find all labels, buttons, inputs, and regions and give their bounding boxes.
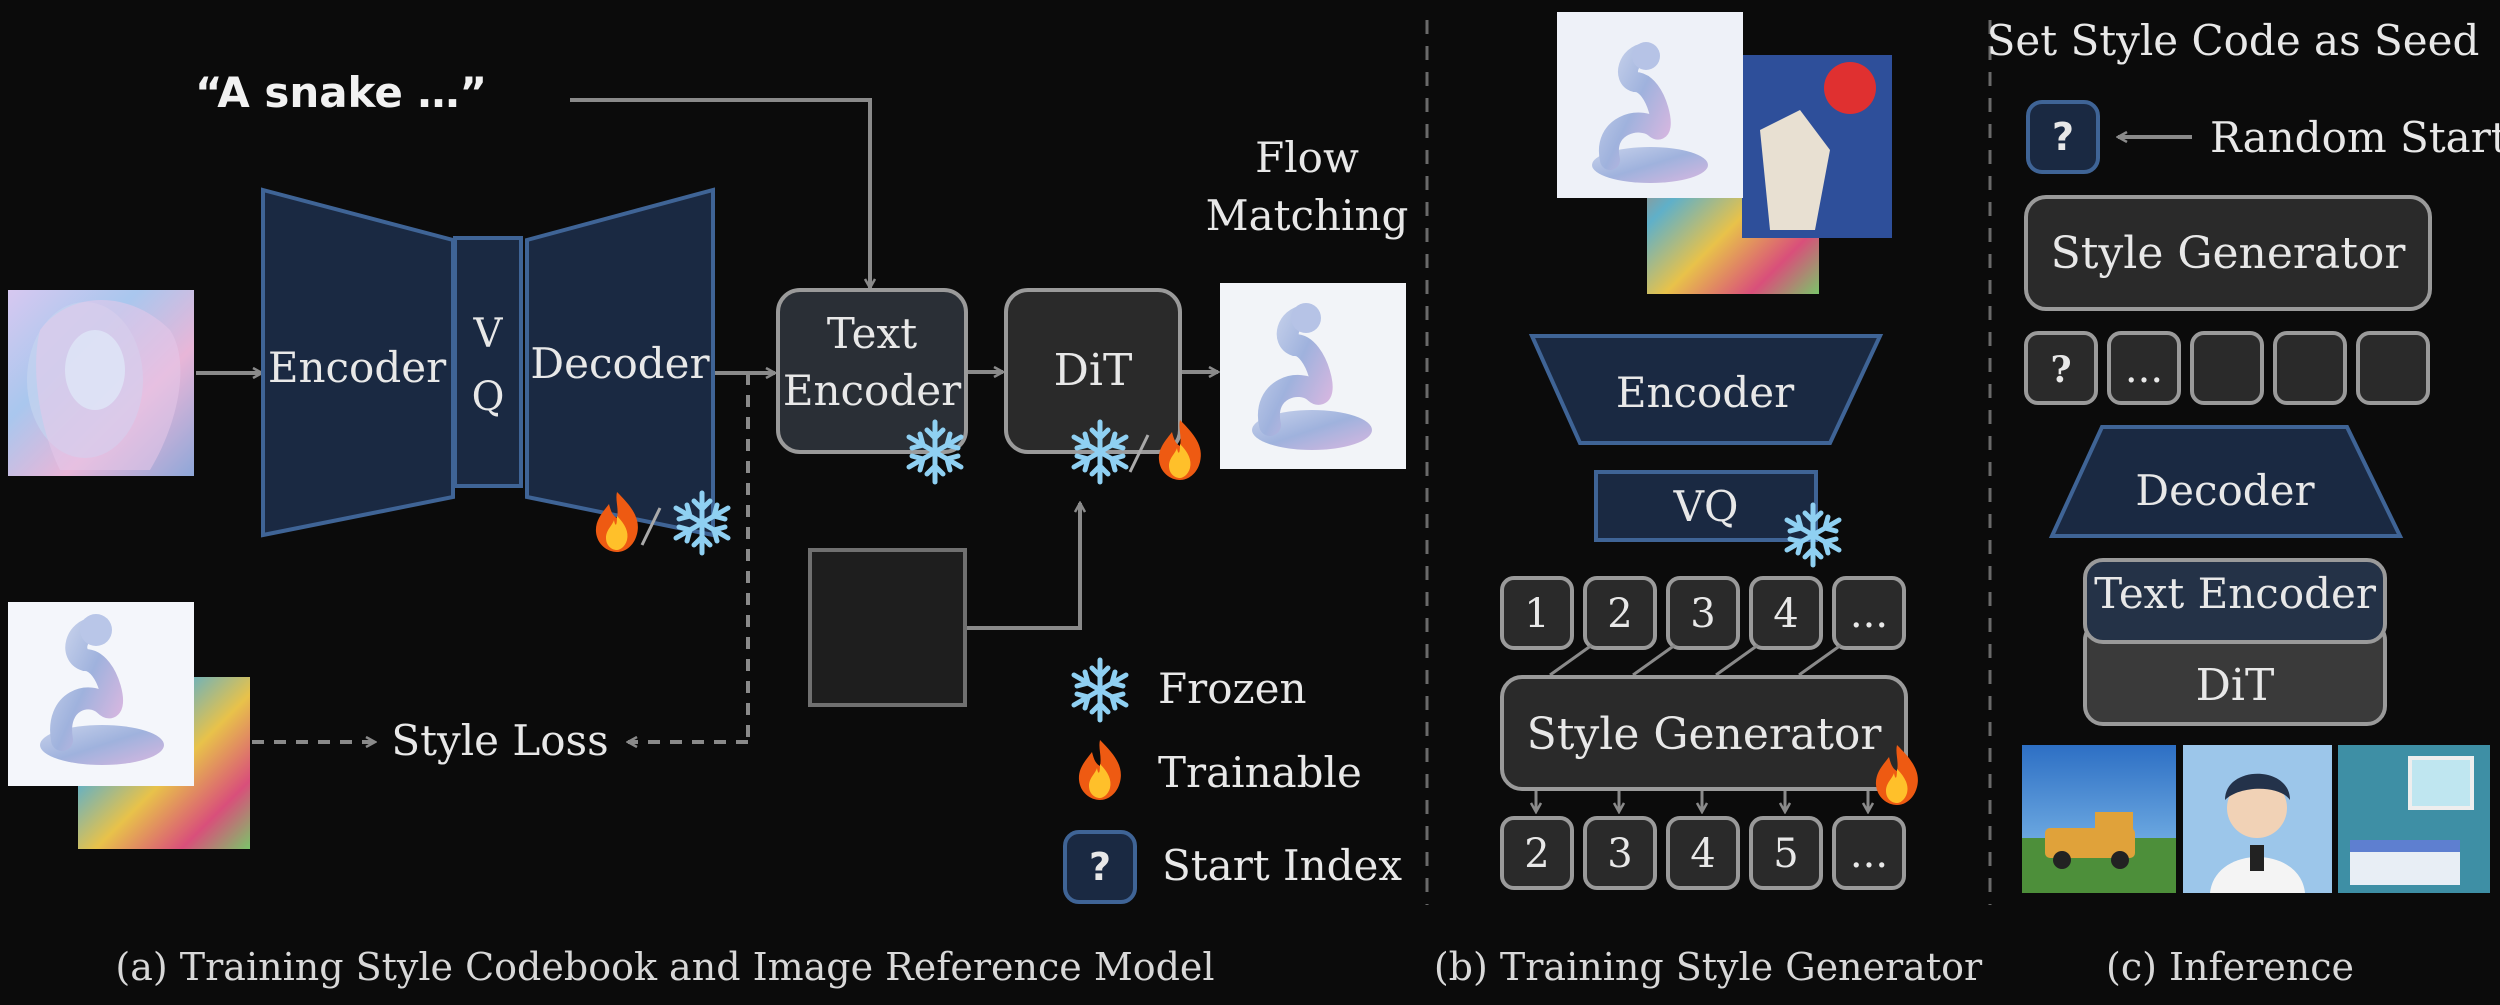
- generator-output-arrows: [1536, 791, 1868, 812]
- decoder-label-c: Decoder: [2135, 466, 2315, 515]
- input-token-box: [1666, 576, 1740, 650]
- arrow-prompt-to-text-encoder: [570, 98, 870, 288]
- text-encoder-label-1: Text: [827, 309, 917, 358]
- output-token-label: 2: [1524, 831, 1549, 877]
- random-start-label: Random Start: [2210, 113, 2500, 162]
- slash-divider-dit: [1128, 434, 1150, 473]
- caption-b: (b) Training Style Generator: [1434, 945, 1983, 989]
- prompt-text: “A snake …”: [195, 68, 487, 117]
- style-generator-label-c: Style Generator: [2051, 228, 2407, 279]
- output-token-box: [1500, 816, 1574, 890]
- generated-token-label: ?: [2050, 349, 2071, 391]
- generated-token-box: [2273, 331, 2347, 405]
- style-generator-label-b: Style Generator: [1527, 709, 1883, 760]
- truck-scene-image: [2022, 745, 2176, 893]
- encoder-block: [261, 187, 455, 538]
- style-images-stack: [1557, 12, 1892, 294]
- text-encoder-block: [776, 288, 968, 454]
- encoder-label-b: Encoder: [1616, 368, 1795, 417]
- text-encoder-label-2: Encoder: [783, 366, 962, 415]
- output-token-label: 3: [1607, 831, 1632, 877]
- arrow-noise-to-dit: [967, 503, 1080, 630]
- input-token-box: [1583, 576, 1657, 650]
- legend-start-index: Start Index: [1162, 841, 1402, 890]
- input-token-label: 4: [1773, 591, 1798, 637]
- generated-token-box: [2107, 331, 2181, 405]
- vq-block: [453, 236, 523, 488]
- vq-label-v: V: [473, 311, 504, 357]
- text-encoder-label-c: Text Encoder: [2094, 569, 2377, 618]
- output-token-label: 5: [1773, 831, 1798, 877]
- random-start-question: ?: [2052, 115, 2074, 159]
- vq-label-q: Q: [472, 374, 505, 420]
- input-token-box: [1749, 576, 1823, 650]
- vq-block-b: [1594, 470, 1818, 542]
- flow-label-2: Matching: [1206, 191, 1409, 240]
- encoder-block-b: [1528, 334, 1884, 445]
- output-token-box: [1749, 816, 1823, 890]
- caption-c: (c) Inference: [2106, 945, 2354, 989]
- panel-c: Set Style Code as Seed ? Random Start St…: [1987, 16, 2500, 989]
- token-connectors: [1549, 643, 1842, 677]
- dit-block: [1004, 288, 1182, 454]
- output-token-label: 4: [1690, 831, 1715, 877]
- flow-label-1: Flow: [1255, 133, 1359, 182]
- output-token-label: ...: [1850, 831, 1888, 877]
- inference-output-images: [2022, 745, 2490, 893]
- output-token-box: [1832, 816, 1906, 890]
- text-encoder-block-c: [2083, 558, 2387, 644]
- output-token-box: [1666, 816, 1740, 890]
- generated-token-box: [2356, 331, 2430, 405]
- input-token-box: [1500, 576, 1574, 650]
- boy-portrait-image: [2183, 745, 2332, 893]
- legend-trainable: Trainable: [1158, 748, 1362, 797]
- style-generator-block-b: [1500, 675, 1908, 791]
- bedroom-scene-image: [2338, 745, 2490, 893]
- generated-token-box: [2190, 331, 2264, 405]
- output-token-box: [1583, 816, 1657, 890]
- dit-label: DiT: [1054, 345, 1133, 396]
- random-start-box: [2026, 100, 2100, 174]
- legend-frozen: Frozen: [1158, 664, 1307, 713]
- legend-question-mark: ?: [1089, 845, 1111, 889]
- panel-c-title: Set Style Code as Seed: [1987, 16, 2480, 65]
- output-snake-image: [1220, 283, 1406, 469]
- decoder-label: Decoder: [530, 339, 710, 388]
- input-token-label: 1: [1524, 591, 1549, 637]
- input-token-label: ...: [1850, 591, 1888, 637]
- decoder-block-c: [2048, 425, 2404, 538]
- input-token-label: 2: [1607, 591, 1632, 637]
- input-token-label: 3: [1690, 591, 1715, 637]
- slash-divider: [640, 507, 662, 546]
- vq-label-b: VQ: [1673, 482, 1739, 531]
- style-loss-label: Style Loss: [391, 716, 608, 765]
- reference-images: [8, 602, 250, 849]
- generated-token-row: ?...: [2024, 331, 2430, 405]
- panel-b: Encoder VQ 1 2 3 4... Style Generator 2 3 4 5.…: [1434, 12, 1983, 989]
- caption-a: (a) Training Style Codebook and Image Re…: [115, 945, 1214, 989]
- flame-icon-legend: [1078, 740, 1121, 800]
- encoder-label: Encoder: [268, 343, 447, 392]
- generated-token-box: [2024, 331, 2098, 405]
- dit-label-c: DiT: [2196, 660, 2275, 711]
- legend-start-index-box: [1063, 830, 1137, 904]
- generated-token-label: ...: [2125, 346, 2163, 392]
- input-face-image: [8, 290, 194, 476]
- noise-image: [808, 548, 967, 707]
- input-token-row: 1 2 3 4...: [1500, 576, 1906, 650]
- panel-a: “A snake …” Encoder V Q Decoder: [8, 68, 1408, 989]
- output-token-row: 2 3 4 5...: [1500, 816, 1906, 890]
- snowflake-icon-legend: [1074, 660, 1126, 720]
- style-generator-block-c: [2024, 195, 2432, 311]
- input-token-box: [1832, 576, 1906, 650]
